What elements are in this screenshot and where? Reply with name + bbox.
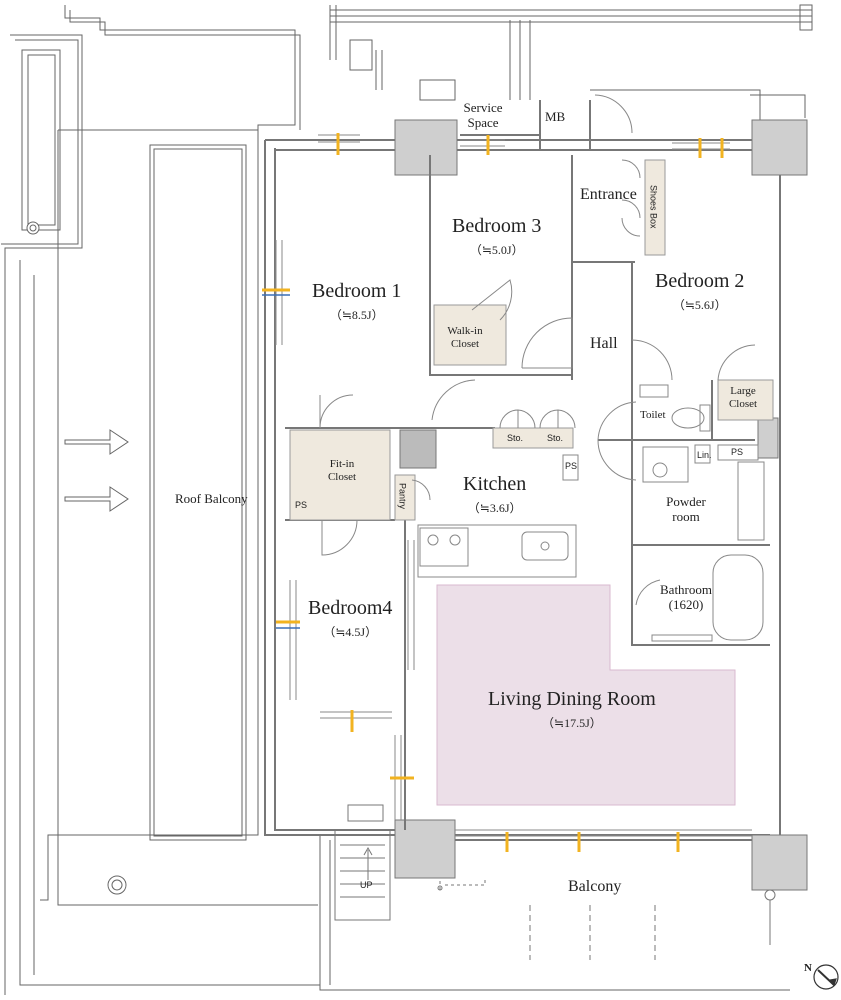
bedroom4-name: Bedroom4 [308,597,393,619]
living-label: Living Dining Room （≒17.5J） [488,688,656,731]
window-markers [262,133,724,852]
outer-boundary-lines [1,5,790,995]
bathroom-label: Bathroom (1620) [660,582,712,613]
bedroom1-area: （≒8.5J） [329,308,384,322]
bedroom4-area: （≒4.5J） [323,625,378,639]
fit-in-closet-label: Fit-in Closet [327,458,357,483]
pantry-label: Pantry [397,483,408,510]
service-space-label: Service Space [463,100,503,130]
structural-columns [394,119,808,891]
mb-label: MB [545,109,566,124]
bedroom3-label: Bedroom 3 （≒5.0J） [452,215,541,258]
sto-label-1: Sto. [507,433,524,443]
living-dining-highlight [436,584,736,806]
large-closet-label: Large Closet [728,385,758,410]
bedroom2-label: Bedroom 2 （≒5.6J） [655,270,744,313]
bedroom2-area: （≒5.6J） [672,298,727,312]
roof-arrows [26,221,129,895]
bedroom3-area: （≒5.0J） [469,243,524,257]
bedroom1-label: Bedroom 1 （≒8.5J） [312,280,401,323]
bathroom-size: (1620) [668,596,704,612]
hall-label: Hall [590,335,618,352]
balcony-label: Balcony [568,878,622,895]
stairs [334,804,776,960]
living-name: Living Dining Room [488,688,656,710]
top-rail [329,4,813,140]
walk-in-closet-label: Walk-in Closet [447,325,483,350]
linen-label: Lin. [697,450,712,460]
bathroom-name: Bathroom [660,582,712,597]
bedroom1-name: Bedroom 1 [312,280,402,302]
sto-label-2: Sto. [547,433,564,443]
living-area: （≒17.5J） [542,716,602,730]
kitchen-label: Kitchen （≒3.6J） [463,473,526,516]
closets [289,159,774,521]
entrance-label: Entrance [580,186,637,203]
north-label: N [804,962,812,974]
toilet-label: Toilet [640,409,666,421]
ps-label-kitchen: PS [565,461,578,471]
north-compass [813,964,839,990]
ps-label-fit-in: PS [295,500,308,510]
stairs-up-label: UP [360,880,373,890]
door-swings [319,94,756,606]
powder-room-label: Powder room [666,494,706,524]
kitchen-name: Kitchen [463,473,527,495]
roof-balcony-label: Roof Balcony [175,491,248,506]
kitchen-counter [417,454,579,578]
bedroom3-name: Bedroom 3 [452,215,542,237]
bedroom4-label: Bedroom4 （≒4.5J） [308,597,392,640]
shoes-box-label: Shoes Box [648,185,659,229]
cabinet-doors [499,159,641,429]
bedroom2-name: Bedroom 2 [655,270,745,292]
sanitary-fixtures [639,384,765,642]
ps-label-powder: PS [731,447,744,457]
kitchen-area: （≒3.6J） [467,501,522,515]
